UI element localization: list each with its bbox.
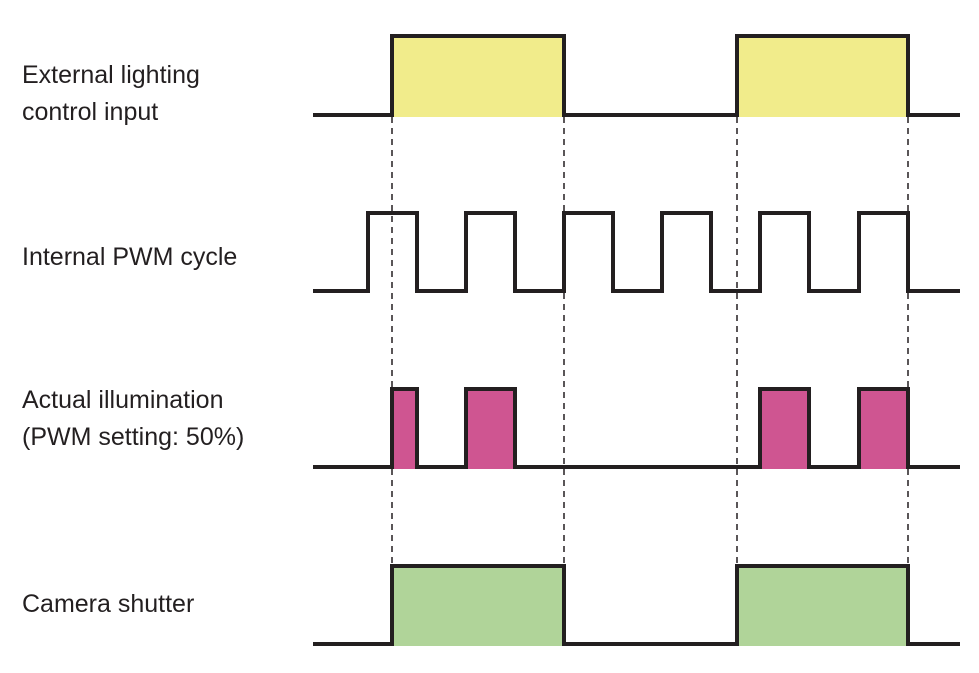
actual-illumination-pulse-fill: [760, 389, 809, 469]
external-lighting-control-input-pulse-fill: [737, 36, 908, 117]
label-internal-pwm-cycle: Internal PWM cycle: [22, 243, 238, 271]
actual-illumination-pulse-fill: [859, 389, 908, 469]
external-lighting-control-input-waveform: [313, 34, 960, 117]
label-external-lighting-control-input: External lighting control input: [22, 61, 200, 126]
internal-pwm-cycle-waveform: [313, 211, 960, 293]
actual-illumination-pulse-fill: [466, 389, 515, 469]
label-camera-shutter: Camera shutter: [22, 590, 195, 618]
actual-illumination-waveform: [313, 387, 960, 469]
camera-shutter-waveform: [313, 564, 960, 646]
actual-illumination-pulse-fill: [392, 389, 417, 469]
label-actual-illumination: Actual illumination (PWM setting: 50%): [22, 386, 245, 451]
external-lighting-control-input-pulse-fill: [392, 36, 564, 117]
camera-shutter-pulse-fill: [737, 566, 908, 646]
camera-shutter-pulse-fill: [392, 566, 564, 646]
